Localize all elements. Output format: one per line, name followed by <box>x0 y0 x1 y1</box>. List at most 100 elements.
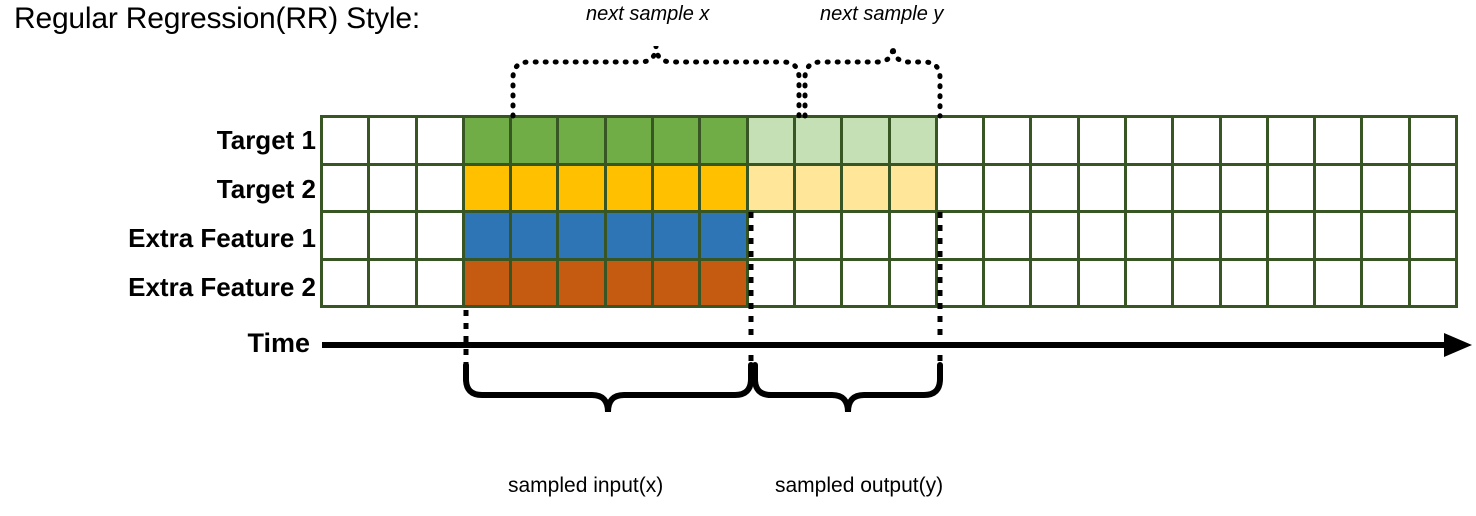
grid-cell <box>464 165 510 210</box>
grid-cell <box>559 165 604 210</box>
grid-cell <box>937 260 983 305</box>
grid-cell <box>1268 118 1314 163</box>
grid-cell <box>1410 260 1455 305</box>
grid-cell <box>1032 118 1077 163</box>
grid-cell <box>370 118 415 163</box>
grid-cell <box>1410 165 1455 210</box>
grid-cell <box>843 213 888 258</box>
annotation-next-sample-x: next sample x <box>586 3 710 25</box>
grid-cell <box>937 213 983 258</box>
grid-cell <box>323 118 368 163</box>
grid-cell <box>748 165 793 210</box>
caption-sampled-output: sampled output(y) horizon=4 output_featu… <box>775 423 987 516</box>
grid-cell <box>654 260 699 305</box>
grid-cell <box>606 118 652 163</box>
grid-cell <box>701 213 746 258</box>
grid-cell <box>937 118 983 163</box>
grid-cell <box>464 260 510 305</box>
grid-cell <box>1032 260 1077 305</box>
timeseries-grid <box>320 115 1458 308</box>
grid-cell <box>890 118 935 163</box>
time-axis-arrow <box>322 333 1472 357</box>
grid-cell <box>512 213 557 258</box>
grid-cell <box>1410 213 1455 258</box>
caption-output-line1: sampled output(y) <box>775 474 944 497</box>
grid-cell <box>1079 165 1124 210</box>
grid-cell <box>370 165 415 210</box>
annotation-next-sample-y: next sample y <box>820 3 944 25</box>
grid-cell <box>1363 213 1408 258</box>
grid-cell <box>843 118 888 163</box>
grid-cell <box>1268 213 1314 258</box>
grid-cell <box>1221 260 1266 305</box>
grid-cell <box>985 260 1030 305</box>
grid-cell <box>890 165 935 210</box>
grid-cell <box>1126 213 1172 258</box>
grid-cell <box>1032 165 1077 210</box>
grid-cell <box>1126 165 1172 210</box>
grid-cell <box>1268 165 1314 210</box>
grid-cell <box>985 213 1030 258</box>
grid-cell <box>890 260 935 305</box>
grid-cell <box>1079 118 1124 163</box>
grid-cell <box>323 213 368 258</box>
grid-cell <box>464 118 510 163</box>
grid-cell <box>1363 118 1408 163</box>
grid-cell <box>890 213 935 258</box>
grid-cell <box>1316 213 1361 258</box>
grid-cell <box>1032 213 1077 258</box>
grid-cell <box>512 165 557 210</box>
grid-cell <box>606 213 652 258</box>
grid-cell <box>512 118 557 163</box>
grid-cell <box>843 260 888 305</box>
row-label-extra-feature-1: Extra Feature 1 <box>128 223 316 253</box>
grid-cell <box>1174 260 1219 305</box>
grid-cell <box>1221 118 1266 163</box>
grid-cell <box>464 213 510 258</box>
grid-cell <box>1174 118 1219 163</box>
row-label-extra-feature-2: Extra Feature 2 <box>128 272 316 302</box>
grid-cell <box>701 260 746 305</box>
page-title: Regular Regression(RR) Style: <box>14 2 421 35</box>
grid-cell <box>323 165 368 210</box>
grid-cell <box>606 165 652 210</box>
row-label-target-1: Target 1 <box>216 125 316 155</box>
grid-cell <box>1363 260 1408 305</box>
grid-cell <box>1316 260 1361 305</box>
grid-cell <box>1410 118 1455 163</box>
grid-cell <box>1079 213 1124 258</box>
grid-cell <box>748 213 793 258</box>
time-axis-label: Time <box>247 328 310 358</box>
grid-cell <box>417 118 462 163</box>
grid-cell <box>985 165 1030 210</box>
grid-cell <box>1316 165 1361 210</box>
grid-cell <box>323 260 368 305</box>
grid-cell <box>1316 118 1361 163</box>
grid-cell <box>701 165 746 210</box>
grid-cell <box>1174 213 1219 258</box>
grid-cell <box>1221 213 1266 258</box>
grid-cell <box>843 165 888 210</box>
grid-cell <box>795 213 841 258</box>
grid-cell <box>606 260 652 305</box>
grid-cell <box>701 118 746 163</box>
grid-cell <box>559 260 604 305</box>
grid-cell <box>370 260 415 305</box>
grid-cell <box>1221 165 1266 210</box>
grid-cell <box>937 165 983 210</box>
grid-cell <box>417 165 462 210</box>
grid-cell <box>1126 118 1172 163</box>
caption-sampled-input: sampled input(x) lookback=6 input_featur… <box>508 423 707 516</box>
grid-cell <box>654 118 699 163</box>
grid-cell <box>512 260 557 305</box>
grid-cell <box>417 213 462 258</box>
grid-cell <box>795 260 841 305</box>
grid-cell <box>748 118 793 163</box>
caption-input-line1: sampled input(x) <box>508 474 664 497</box>
grid-cell <box>1174 165 1219 210</box>
grid-cell <box>559 118 604 163</box>
grid-cell <box>795 118 841 163</box>
grid-cell <box>654 165 699 210</box>
grid-cell <box>985 118 1030 163</box>
